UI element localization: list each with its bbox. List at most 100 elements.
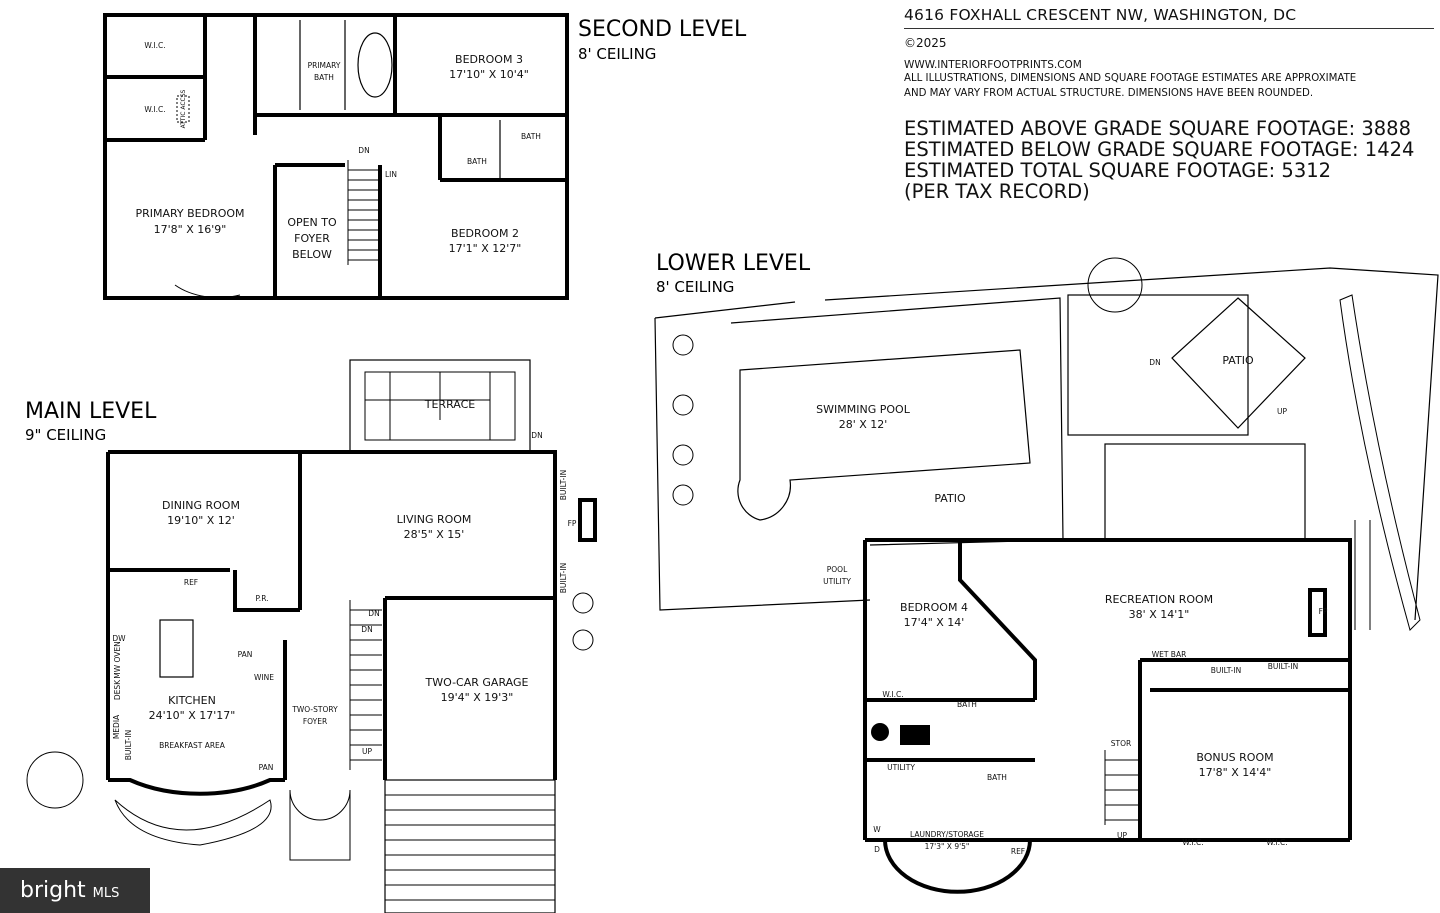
room-label: TWO-STORY xyxy=(291,705,338,714)
room-dimensions: 17'4" X 14' xyxy=(904,616,965,629)
lower-level-plan xyxy=(654,267,1439,894)
room-dimensions: 24'10" X 17'17" xyxy=(149,709,236,722)
room-label: DINING ROOM xyxy=(162,499,240,512)
appliance-label: DW xyxy=(112,634,126,643)
room-label: BATH xyxy=(467,157,487,166)
room-label: BUILT-IN xyxy=(559,563,568,593)
room-label: LIVING ROOM xyxy=(397,513,472,526)
room-label: BELOW xyxy=(292,248,332,261)
room-label: DESK xyxy=(113,679,122,700)
room-dimensions: 17'8" X 14'4" xyxy=(1199,766,1272,779)
room-label: W.I.C. xyxy=(1266,838,1287,847)
room-label: BATH xyxy=(521,132,541,141)
room-label: BEDROOM 4 xyxy=(900,601,968,614)
room-label: TWO-CAR GARAGE xyxy=(425,676,529,689)
room-label: UTILITY xyxy=(887,763,915,772)
bright-mls-logo: bright MLS xyxy=(0,868,150,913)
total-sqft: ESTIMATED TOTAL SQUARE FOOTAGE: 5312 xyxy=(904,159,1332,182)
room-label: LAUNDRY/STORAGE xyxy=(910,830,984,839)
sqft-note: (PER TAX RECORD) xyxy=(904,180,1090,203)
appliance-label: REF xyxy=(1011,847,1025,856)
property-info: 4616 FOXHALL CRESCENT NW, WASHINGTON, DC… xyxy=(904,6,1434,202)
property-address: 4616 FOXHALL CRESCENT NW, WASHINGTON, DC xyxy=(904,6,1434,29)
room-label: SWIMMING POOL xyxy=(816,403,911,416)
room-label: FOYER xyxy=(294,232,330,245)
main-level-title: MAIN LEVEL xyxy=(25,399,157,424)
room-dimensions: 17'1" X 12'7" xyxy=(449,242,522,255)
room-label: KITCHEN xyxy=(168,694,216,707)
room-label: PRIMARY BEDROOM xyxy=(135,207,244,220)
room-label: PRIMARY xyxy=(308,61,341,70)
room-label: UTILITY xyxy=(823,577,851,586)
appliance-label: W xyxy=(873,825,881,834)
logo-suffix: MLS xyxy=(92,886,120,901)
room-label: BATH xyxy=(987,773,1007,782)
room-dimensions: 17'3" X 9'5" xyxy=(925,842,970,851)
room-label: OPEN TO xyxy=(287,216,337,229)
room-label: TERRACE xyxy=(424,398,476,411)
fireplace-label: FP xyxy=(1319,607,1328,616)
copyright: ©2025 xyxy=(904,36,947,50)
fireplace-label: FP xyxy=(568,519,577,528)
room-label: PAN xyxy=(238,650,253,659)
room-label: PAN xyxy=(259,763,274,772)
room-label: LIN xyxy=(385,170,397,179)
second-level-title: SECOND LEVEL xyxy=(578,17,747,42)
stairs-direction: DN xyxy=(368,609,379,618)
room-label: BONUS ROOM xyxy=(1196,751,1273,764)
stairs-direction: DN xyxy=(361,625,372,634)
room-dimensions: 19'10" X 12' xyxy=(167,514,235,527)
main-level-plan xyxy=(106,359,597,913)
room-label: POOL xyxy=(827,565,848,574)
room-label: W.I.C. xyxy=(144,41,165,50)
room-label: BATH xyxy=(957,700,977,709)
second-level-plan xyxy=(103,13,569,300)
lower-level-title: LOWER LEVEL xyxy=(656,251,811,276)
above-grade-sqft: ESTIMATED ABOVE GRADE SQUARE FOOTAGE: 38… xyxy=(904,117,1411,140)
room-label: W.I.C. xyxy=(1182,838,1203,847)
room-label: PATIO xyxy=(934,492,966,505)
appliance-label: D xyxy=(874,845,880,854)
website-link: WWW.INTERIORFOOTPRINTS.COM xyxy=(904,59,1082,71)
room-dimensions: 38' X 14'1" xyxy=(1129,608,1190,621)
logo-text: bright xyxy=(20,878,86,903)
room-label: W.I.C. xyxy=(144,105,165,114)
appliance-label: REF xyxy=(184,578,198,587)
room-dimensions: 28' X 12' xyxy=(839,418,888,431)
room-label: P.R. xyxy=(255,594,268,603)
room-label: BEDROOM 3 xyxy=(455,53,523,66)
room-label: PATIO xyxy=(1222,354,1254,367)
stairs-direction: DN xyxy=(358,146,369,155)
room-label: MEDIA xyxy=(112,714,121,739)
room-label: WINE xyxy=(254,673,274,682)
main-level-labels: TERRACE DN DINING ROOM 19'10" X 12' LIVI… xyxy=(112,398,577,772)
room-label: WET BAR xyxy=(1152,650,1187,659)
driveway-pavers xyxy=(384,779,556,913)
room-label: BUILT-IN xyxy=(1268,662,1298,671)
attic-access-label: ATTIC ACCSS xyxy=(180,89,187,128)
disclaimer-line-2: AND MAY VARY FROM ACTUAL STRUCTURE. DIME… xyxy=(904,88,1314,99)
room-label: W.I.C. xyxy=(882,690,903,699)
stairs-direction: UP xyxy=(362,747,372,756)
stairs-direction: UP xyxy=(1277,407,1287,416)
room-dimensions: 28'5" X 15' xyxy=(404,528,465,541)
attic-access-hatch xyxy=(176,95,190,123)
second-level-labels: W.I.C. W.I.C. ATTIC ACCSS PRIMARY BATH B… xyxy=(135,41,541,261)
room-label: STOR xyxy=(1111,739,1131,748)
stairs-direction: DN xyxy=(531,431,542,440)
second-level-ceiling: 8' CEILING xyxy=(578,45,656,63)
stairs-direction: UP xyxy=(1117,831,1127,840)
disclaimer-line-1: ALL ILLUSTRATIONS, DIMENSIONS AND SQUARE… xyxy=(904,73,1357,84)
room-label: BATH xyxy=(314,73,334,82)
room-label: BUILT-IN xyxy=(559,470,568,500)
room-dimensions: 17'8" X 16'9" xyxy=(154,223,227,236)
landscaping-trees xyxy=(26,257,1421,846)
room-label: RECREATION ROOM xyxy=(1105,593,1213,606)
below-grade-sqft: ESTIMATED BELOW GRADE SQUARE FOOTAGE: 14… xyxy=(904,138,1415,161)
stairs-direction: DN xyxy=(1149,358,1160,367)
main-level-ceiling: 9" CEILING xyxy=(25,426,106,444)
retaining-wall-stones xyxy=(1354,520,1371,630)
room-label: FOYER xyxy=(303,717,327,726)
